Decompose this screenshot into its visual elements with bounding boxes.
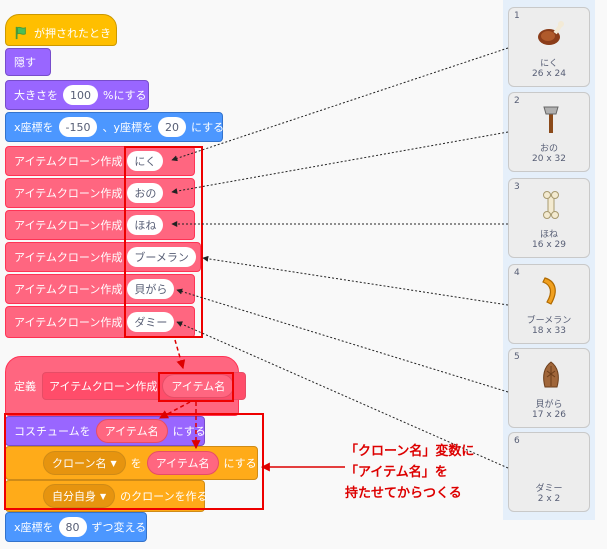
chevron-down-icon: ▼ xyxy=(110,458,117,468)
y-input[interactable]: 20 xyxy=(158,117,186,137)
variable-dropdown-label: クローン名 xyxy=(52,457,107,470)
item-name-input[interactable]: ブーメラン xyxy=(127,247,196,267)
when-flag-clicked-block[interactable]: が押されたとき xyxy=(5,14,117,46)
goto-xy-block[interactable]: x座標を -150 、y座標を 20 にする xyxy=(5,112,225,142)
create-clone-block-6[interactable]: アイテムクローン作成 ダミー xyxy=(5,306,195,338)
create-clone-block-5[interactable]: アイテムクローン作成 貝がら xyxy=(5,274,195,304)
highlight-create-args xyxy=(124,146,203,338)
costume-param-reporter[interactable]: アイテム名 xyxy=(95,419,168,443)
set-size-block[interactable]: 大きさを 100 %にする xyxy=(5,80,149,110)
costume-tile-5[interactable]: 5 貝がら 17 x 26 xyxy=(508,348,590,428)
change-x-block[interactable]: x座標を 80 ずつ変える xyxy=(5,512,147,542)
create-clone-block-2[interactable]: アイテムクローン作成 おの xyxy=(5,178,195,208)
highlight-define-param xyxy=(158,372,234,402)
costume-size: 18 x 33 xyxy=(532,326,566,336)
create-clone-block-1[interactable]: アイテムクローン作成 にく xyxy=(5,146,195,176)
costume-number: 6 xyxy=(514,436,520,446)
create-clone-label: アイテムクローン作成 xyxy=(14,316,123,329)
shell-icon xyxy=(543,361,559,388)
create-clone-block-4[interactable]: アイテムクローン作成 ブーメラン xyxy=(5,242,201,272)
costume-number: 4 xyxy=(514,268,520,278)
clone-target-dropdown[interactable]: 自分自身 ▼ xyxy=(43,484,116,508)
create-clone-label: アイテムクローン作成 xyxy=(14,283,123,296)
boomerang-icon xyxy=(542,277,556,305)
create-clone-of-suffix: のクローンを作る xyxy=(120,490,208,503)
green-flag-icon xyxy=(15,26,26,40)
size-input[interactable]: 100 xyxy=(63,85,98,105)
highlight-clone-steps xyxy=(4,413,264,510)
item-name-input[interactable]: おの xyxy=(127,183,164,203)
costume-name: ブーメラン xyxy=(526,316,572,326)
set-variable-to: を xyxy=(130,457,142,470)
costume-size: 20 x 32 xyxy=(532,154,566,164)
when-flag-label: が押されたとき xyxy=(34,27,111,40)
costume-name: ダミー xyxy=(535,484,563,494)
create-clone-label: アイテムクローン作成 xyxy=(14,251,123,264)
goto-y-prefix: 、y座標を xyxy=(102,121,153,134)
item-name-input[interactable]: ほね xyxy=(127,215,164,235)
costume-name: 貝がら xyxy=(535,400,563,410)
costume-name: おの xyxy=(539,144,558,154)
costume-size: 26 x 24 xyxy=(532,69,566,79)
costume-size: 2 x 2 xyxy=(537,494,561,504)
costume-tile-6[interactable]: 6 ダミー 2 x 2 xyxy=(508,432,590,512)
costume-tile-4[interactable]: 4 ブーメラン 18 x 33 xyxy=(508,264,590,344)
create-clone-of-block[interactable]: 自分自身 ▼ のクローンを作る xyxy=(5,480,208,512)
change-x-suffix: ずつ変える xyxy=(91,521,147,534)
annotation-line-1: 「クローン名」変数に xyxy=(345,444,475,459)
change-x-input[interactable]: 80 xyxy=(58,517,87,537)
item-name-input[interactable]: にく xyxy=(127,151,164,171)
axe-icon xyxy=(543,106,559,133)
bone-icon xyxy=(543,191,559,219)
create-clone-label: アイテムクローン作成 xyxy=(14,219,123,232)
costume-size: 17 x 26 xyxy=(532,410,566,420)
hide-block[interactable]: 隠す xyxy=(5,48,51,76)
goto-x-prefix: x座標を xyxy=(14,121,54,134)
switch-costume-prefix: コスチュームを xyxy=(14,425,91,438)
x-input[interactable]: -150 xyxy=(58,117,98,137)
create-clone-label: アイテムクローン作成 xyxy=(14,155,123,168)
costume-tile-1[interactable]: 1 にく 26 x 24 xyxy=(508,7,590,87)
costume-tile-2[interactable]: 2 おの 20 x 32 xyxy=(508,92,590,172)
hide-label: 隠す xyxy=(14,56,36,69)
define-label: 定義 xyxy=(14,380,36,393)
set-size-suffix: %にする xyxy=(103,89,147,102)
define-block-name: アイテムクローン作成 xyxy=(49,380,158,393)
goto-suffix: にする xyxy=(191,121,225,134)
costume-size: 16 x 29 xyxy=(532,240,566,250)
create-clone-block-3[interactable]: アイテムクローン作成 ほね xyxy=(5,210,195,240)
item-name-input[interactable]: ダミー xyxy=(127,312,175,332)
create-clone-label: アイテムクローン作成 xyxy=(14,187,123,200)
costume-tile-3[interactable]: 3 ほね 16 x 29 xyxy=(508,178,590,258)
costume-name: にく xyxy=(540,59,558,69)
costume-number: 2 xyxy=(514,96,520,106)
costume-number: 5 xyxy=(514,352,520,362)
variable-dropdown[interactable]: クローン名 ▼ xyxy=(43,451,126,475)
item-name-input[interactable]: 貝がら xyxy=(127,279,175,299)
set-size-prefix: 大きさを xyxy=(14,89,58,102)
costume-number: 1 xyxy=(514,11,520,21)
clone-target-label: 自分自身 xyxy=(52,490,96,503)
chevron-down-icon: ▼ xyxy=(100,491,107,501)
annotation-line-2: 「アイテム名」を xyxy=(345,465,448,480)
costume-number: 3 xyxy=(514,182,520,192)
meat-icon xyxy=(538,21,564,45)
costume-name: ほね xyxy=(539,230,558,240)
change-x-prefix: x座標を xyxy=(14,521,54,534)
annotation-line-3: 持たせてからつくる xyxy=(345,486,462,501)
